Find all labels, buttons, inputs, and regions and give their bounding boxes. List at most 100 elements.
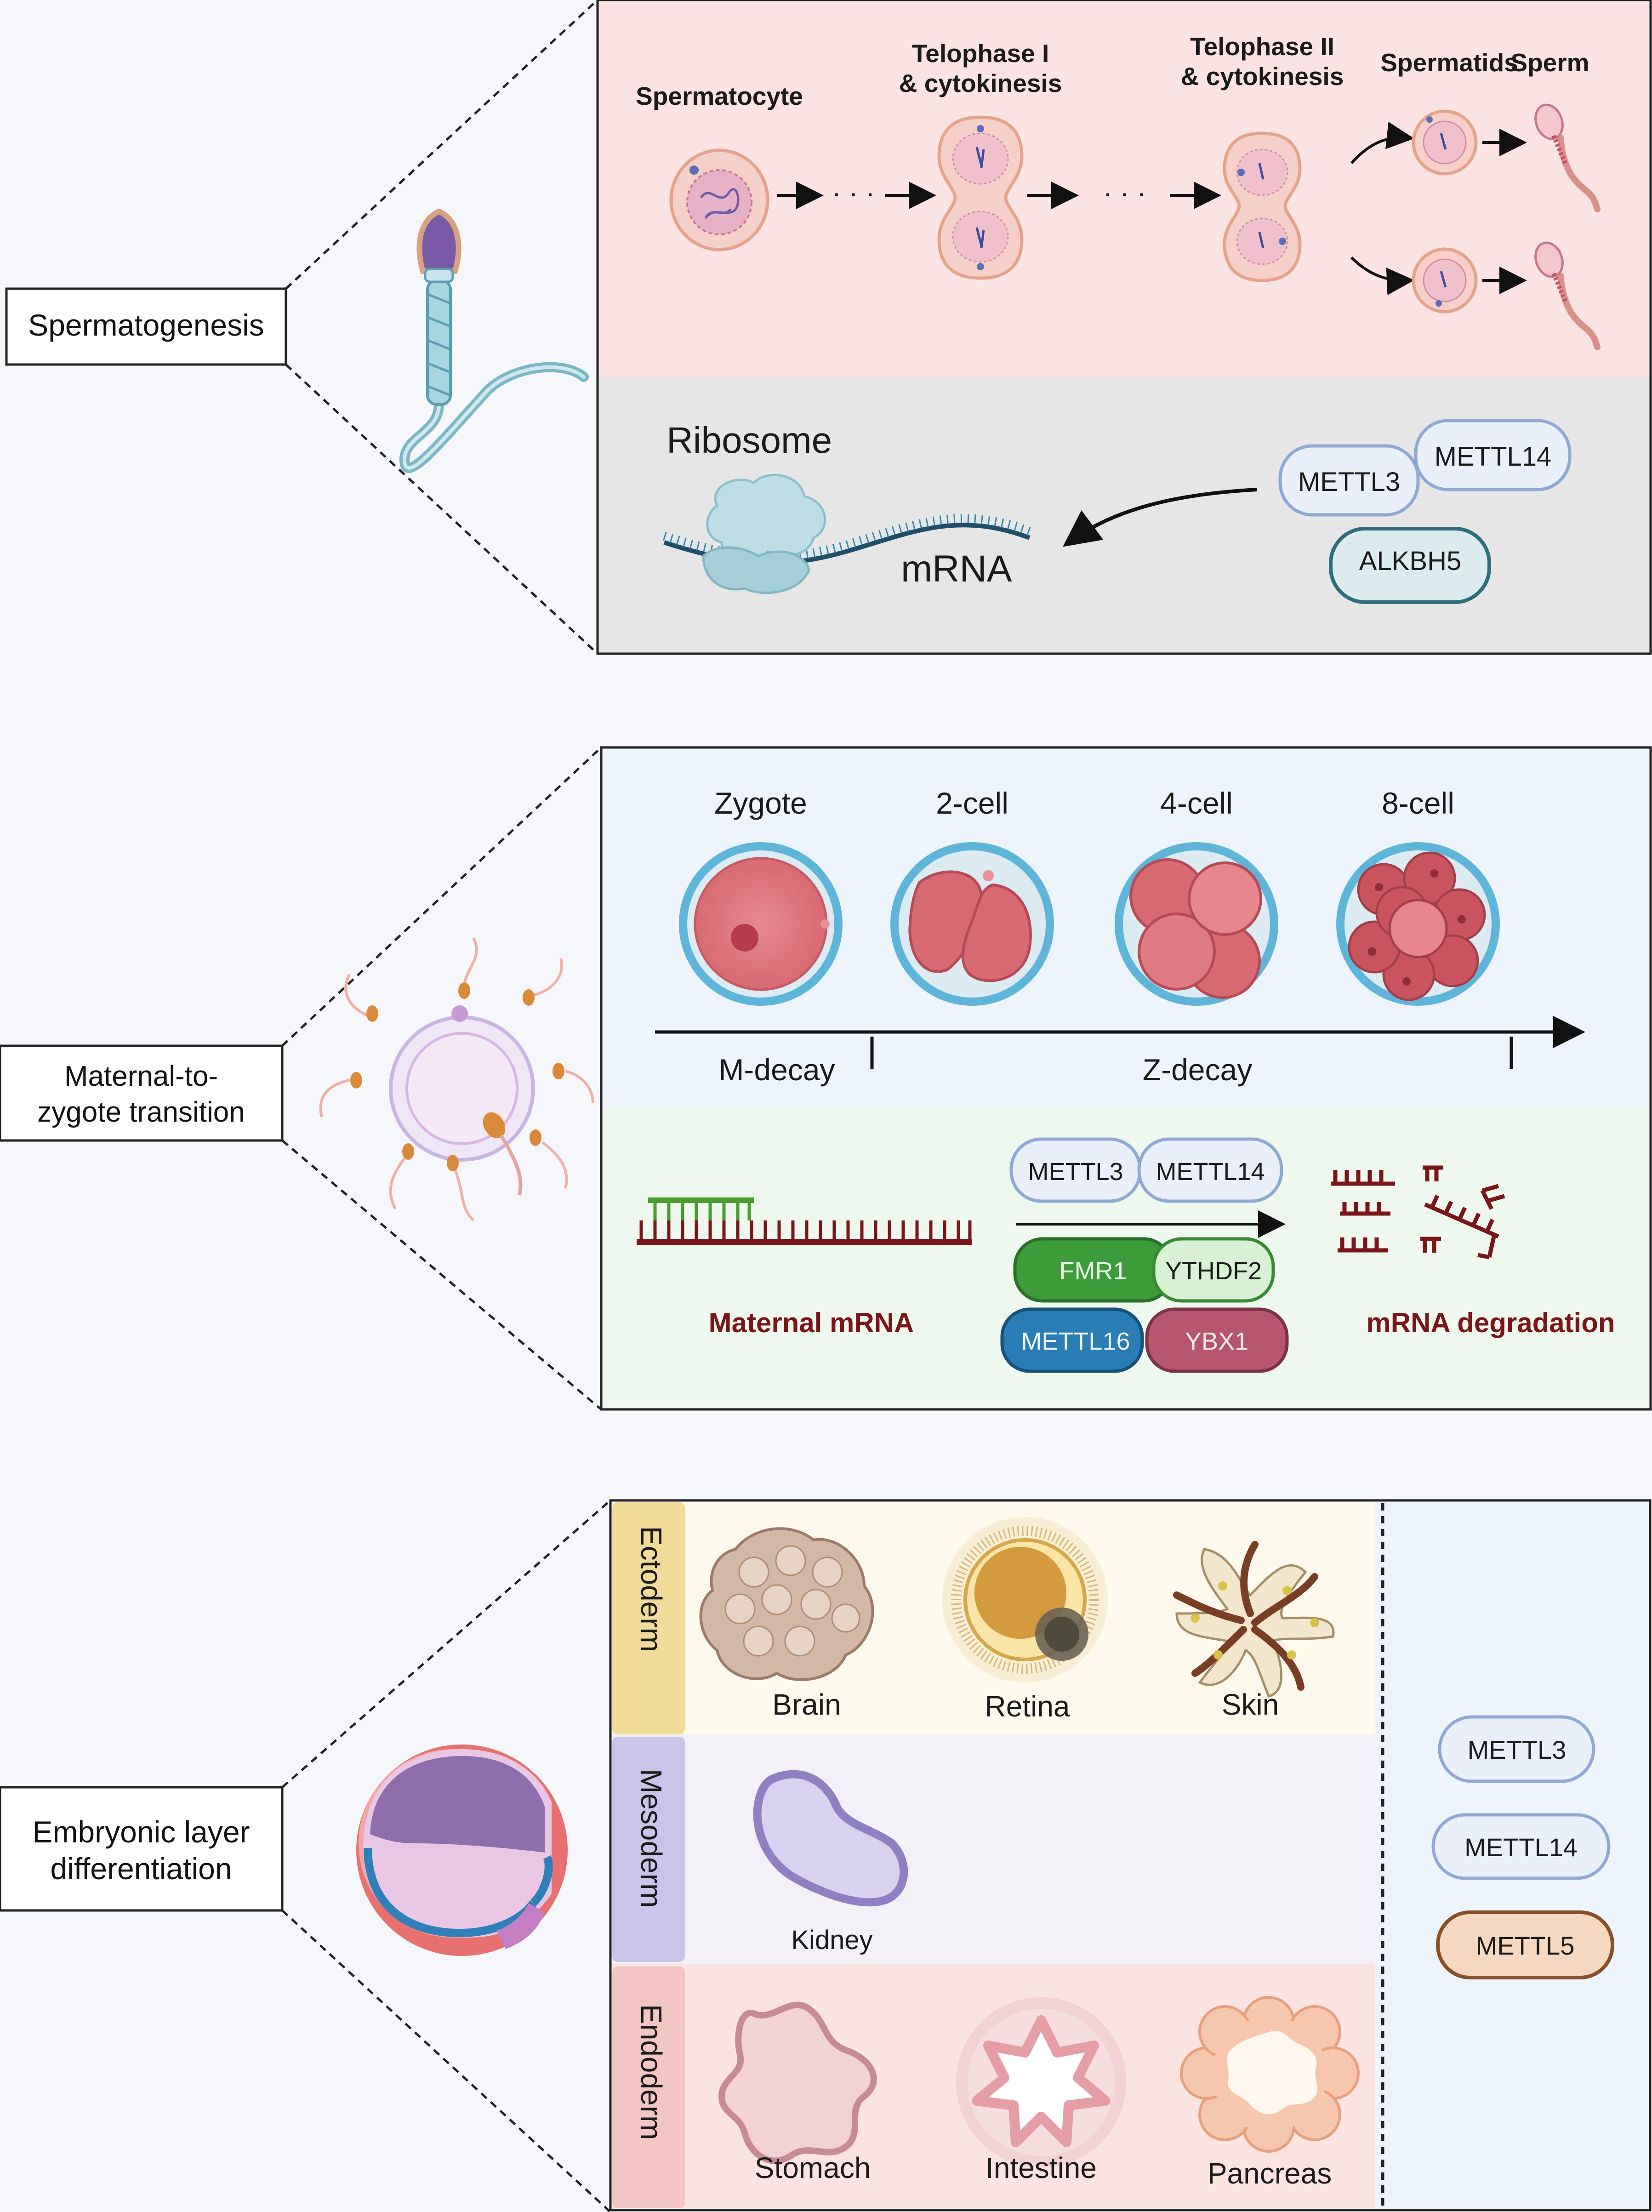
reader-pill-mettl16 (1000, 1307, 1144, 1373)
leader-line (285, 364, 598, 655)
enzyme-pill-mettl14 (1431, 1813, 1611, 1880)
stage-telophase1-line2: & cytokinesis (899, 69, 1062, 97)
layer-enzyme-mettl14-label: METTL14 (1464, 1833, 1578, 1862)
maternal-mrna-icon (637, 1197, 972, 1245)
eight-cell-embryo-icon (1336, 842, 1500, 1006)
embryo-section-icon (356, 1745, 568, 1956)
embryonic-label-box (0, 1786, 284, 1912)
endoderm-tab (612, 1967, 685, 2208)
stage-sperm: Sperm (1510, 48, 1589, 77)
sperm-cell-icon (1534, 103, 1601, 212)
embryonic-label-line2: differentiation (50, 1852, 232, 1886)
intestine-organoid-icon (956, 1997, 1126, 2167)
layer-enzyme-mettl3-label: METTL3 (1468, 1735, 1567, 1764)
ectoderm-label: Ectoderm (635, 1526, 668, 1652)
spermatid-cell (1412, 109, 1478, 176)
spermatocyte-cell (669, 148, 769, 251)
spermatid-cell (1412, 247, 1478, 314)
stage-2cell: 2-cell (936, 786, 1008, 820)
section-spermatogenesis: Spermatogenesis Spermatocyte Telophase I… (5, 0, 1652, 655)
mrna-degradation-label: mRNA degradation (1366, 1307, 1615, 1338)
stage-telophase1-line1: Telophase I (912, 39, 1049, 68)
leader-line (281, 747, 602, 1047)
sperm-icon (399, 208, 589, 473)
ectoderm-tab (612, 1502, 685, 1734)
enzyme-alkbh5-label: ALKBH5 (1359, 546, 1461, 576)
mesoderm-label: Mesoderm (635, 1769, 668, 1908)
arrow-icon (1350, 256, 1414, 296)
layer-enzyme-mettl5-label: METTL5 (1476, 1931, 1575, 1960)
organ-stomach-label: Stomach (755, 2151, 871, 2184)
leader-line (281, 1910, 611, 2212)
organ-kidney-label: Kidney (791, 1925, 872, 1955)
meiosis-panel (598, 0, 1652, 377)
reader-fmr1-label: FMR1 (1060, 1257, 1127, 1285)
writer-mettl3-label: METTL3 (1028, 1158, 1123, 1186)
skin-organoid-icon (1173, 1541, 1335, 1698)
two-cell-embryo-icon (890, 842, 1054, 1006)
spermatogenesis-label: Spermatogenesis (28, 308, 264, 342)
ellipsis: · · · (1103, 177, 1146, 208)
enzyme-pill-alkbh5 (1329, 527, 1491, 604)
embryonic-label-line1: Embryonic layer (32, 1815, 250, 1849)
ribosome-label: Ribosome (666, 420, 832, 461)
reader-mettl16-label: METTL16 (1021, 1328, 1130, 1355)
organ-pancreas-label: Pancreas (1208, 2157, 1332, 2190)
stage-spermatocyte: Spermatocyte (636, 82, 803, 110)
telophase2-cell (1223, 131, 1302, 282)
kidney-organoid-icon (753, 1770, 908, 1907)
reader-pill-ybx1 (1145, 1307, 1289, 1373)
mzt-label-line1: Maternal-to- (64, 1060, 218, 1092)
stage-zygote: Zygote (714, 786, 807, 820)
spermatogenesis-frame (596, 0, 1652, 655)
arrow-icon (1063, 488, 1258, 547)
m-decay-label: M-decay (718, 1053, 835, 1087)
reader-ythdf2-label: YTHDF2 (1165, 1257, 1262, 1285)
brain-organoid-icon (699, 1527, 874, 1681)
pancreas-organoid-icon (1180, 1996, 1360, 2153)
ribosome-icon (702, 473, 826, 594)
organ-retina-label: Retina (985, 1690, 1070, 1723)
stomach-organoid-icon (718, 2001, 877, 2164)
enzyme-mettl3-label: METTL3 (1298, 467, 1400, 497)
reader-ybx1-label: YBX1 (1185, 1328, 1248, 1355)
enzyme-pill-mettl3 (1438, 1715, 1595, 1783)
leader-line (281, 1499, 611, 1788)
enzyme-pill-mettl5 (1436, 1910, 1614, 1979)
section-mzt: Maternal-to- zygote transition (0, 746, 1652, 1411)
endoderm-label: Endoderm (635, 2004, 668, 2140)
mzt-label-line2: zygote transition (37, 1096, 245, 1128)
mesoderm-tab (612, 1737, 685, 1962)
stage-telophase2-line1: Telophase II (1190, 32, 1334, 61)
mzt-label-box (0, 1044, 284, 1142)
telophase1-cell (937, 115, 1024, 280)
stage-spermatids: Spermatids (1380, 48, 1518, 77)
section-embryonic-layers: Embryonic layer differentiation Ectoderm… (0, 1499, 1652, 2212)
z-decay-label: Z-decay (1143, 1053, 1252, 1087)
maternal-mrna-label: Maternal mRNA (709, 1307, 914, 1338)
oocyte-fertilization-icon (319, 937, 594, 1222)
mesoderm-row (612, 1734, 1375, 1964)
arrow-icon (1350, 121, 1414, 164)
zygote-icon (679, 842, 843, 1006)
organ-brain-label: Brain (772, 1688, 841, 1721)
writer-mettl14-label: METTL14 (1156, 1158, 1265, 1186)
stage-8cell: 8-cell (1382, 786, 1454, 820)
sperm-cell-icon (1534, 241, 1601, 350)
mzt-frame (600, 746, 1652, 1411)
stage-4cell: 4-cell (1160, 786, 1233, 820)
four-cell-embryo-icon (1115, 842, 1278, 1006)
spermatogenesis-label-box (5, 287, 287, 366)
organ-skin-label: Skin (1222, 1688, 1279, 1721)
enzyme-pill-mettl3 (1278, 444, 1420, 517)
retina-organoid-icon (942, 1517, 1108, 1682)
organ-intestine-label: Intestine (986, 2151, 1097, 2184)
ellipsis: · · · (832, 177, 875, 208)
leader-line (281, 1140, 602, 1410)
enzyme-pill-mettl14 (1137, 1137, 1283, 1203)
degraded-mrna-fragments-icon (1331, 1165, 1505, 1260)
mrna-label: mRNA (901, 548, 1012, 590)
leader-line (285, 0, 598, 290)
enzyme-pill-mettl14 (1414, 419, 1572, 491)
